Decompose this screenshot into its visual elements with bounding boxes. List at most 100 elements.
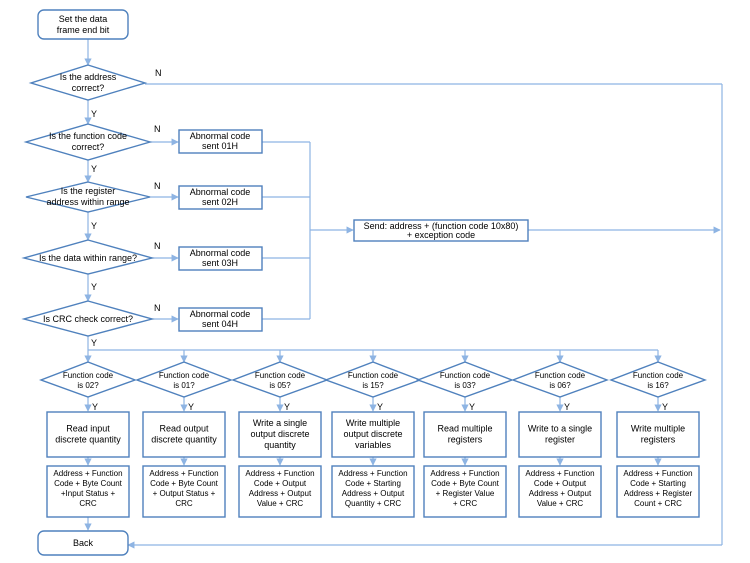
decision-function-code-line-2: correct? [72, 142, 105, 152]
response-line-4: Quantity + CRC [345, 499, 401, 508]
abnormal-02h-line-1: Abnormal code [190, 187, 251, 197]
action-line-1: Read input [66, 424, 110, 434]
action-line-1: Write a single [253, 418, 307, 428]
branch-yes-label: Y [92, 402, 98, 412]
action-line-1: Read output [159, 424, 209, 434]
response-line-2: Code + Starting [630, 479, 686, 488]
abnormal-02h: Abnormal code sent 02H [178, 185, 263, 210]
decision-register-line-1: Is the register [61, 186, 116, 196]
connector-lines [84, 39, 723, 549]
response-line-2: Code + Starting [345, 479, 401, 488]
action-line-2: discrete quantity [55, 435, 121, 445]
response-line-3: + Output Status + [153, 489, 216, 498]
response-line-4: Value + CRC [537, 499, 584, 508]
response-line-3: Address + Output [529, 489, 592, 498]
response-line-1: Address + Function [623, 469, 692, 478]
response-box [616, 465, 700, 518]
decision-crc-line-1: Is CRC check correct? [43, 314, 133, 324]
start-label-line-1: Set the data [59, 14, 108, 24]
response-line-3: Address + Output [249, 489, 312, 498]
label-crc-no: N [154, 303, 161, 313]
action-line-2: register [545, 435, 575, 445]
label-address-no: N [155, 68, 162, 78]
abnormal-01h: Abnormal code sent 01H [178, 129, 263, 154]
function-code-question-line-1: Function code [535, 371, 586, 380]
action-line-1: Write to a single [528, 424, 592, 434]
branch-yes-label: Y [469, 402, 475, 412]
action-line-1: Write multiple [346, 418, 400, 428]
branch-yes-label: Y [564, 402, 570, 412]
label-data-no: N [154, 241, 161, 251]
response-line-1: Address + Function [338, 469, 407, 478]
function-code-question-line-2: is 03? [454, 381, 476, 390]
action-line-3: quantity [264, 440, 296, 450]
decision-register-address: Is the register address within range [25, 181, 151, 213]
response-line-3: +Input Status + [61, 489, 116, 498]
response-line-2: Code + Byte Count [150, 479, 219, 488]
flow-labels: N Y N Y N Y N Y N Y [91, 68, 162, 348]
response-line-3: Address + Output [342, 489, 405, 498]
abnormal-04h-line-1: Abnormal code [190, 309, 251, 319]
decision-crc: Is CRC check correct? [21, 300, 155, 337]
action-line-2: registers [641, 435, 676, 445]
function-code-question-line-1: Function code [255, 371, 306, 380]
label-register-yes: Y [91, 221, 97, 231]
action-box [46, 411, 130, 458]
action-box [518, 411, 602, 458]
send-exception-line-2: + exception code [407, 230, 475, 240]
function-code-question-line-2: is 06? [549, 381, 571, 390]
action-box [423, 411, 507, 458]
function-code-question-line-1: Function code [159, 371, 210, 380]
function-code-question-line-1: Function code [63, 371, 114, 380]
decision-function-code: Is the function code correct? [23, 123, 153, 161]
send-exception-line-1: Send: address + (function code 10x80) [364, 221, 519, 231]
response-line-4: CRC [79, 499, 97, 508]
abnormal-03h: Abnormal code sent 03H [178, 246, 263, 271]
response-line-1: Address + Function [53, 469, 122, 478]
branch-yes-label: Y [377, 402, 383, 412]
function-code-decision [608, 361, 708, 398]
function-code-question-line-2: is 16? [647, 381, 669, 390]
branch-connectors [84, 350, 662, 531]
function-code-decision [134, 361, 234, 398]
abnormal-01h-line-1: Abnormal code [190, 131, 251, 141]
function-code-decision [230, 361, 330, 398]
abnormal-03h-line-1: Abnormal code [190, 248, 251, 258]
send-exception-box: Send: address + (function code 10x80) + … [353, 219, 529, 242]
label-register-no: N [154, 181, 161, 191]
response-line-4: CRC [175, 499, 193, 508]
decision-data-line-1: Is the data within range? [39, 253, 137, 263]
start-node: Set the data frame end bit [37, 9, 129, 40]
label-function-no: N [154, 124, 161, 134]
abnormal-04h-line-2: sent 04H [202, 319, 238, 329]
label-crc-yes: Y [91, 338, 97, 348]
response-box [518, 465, 602, 518]
decision-function-code-line-1: Is the function code [49, 131, 127, 141]
response-line-2: Code + Byte Count [431, 479, 500, 488]
abnormal-02h-line-2: sent 02H [202, 197, 238, 207]
action-box [331, 411, 415, 458]
end-label: Back [73, 538, 94, 548]
response-box [423, 465, 507, 518]
action-line-2: output discrete [343, 429, 402, 439]
action-box [616, 411, 700, 458]
end-node: Back [37, 530, 129, 556]
response-line-3: + Register Value [436, 489, 495, 498]
response-line-2: Code + Byte Count [54, 479, 123, 488]
response-box [46, 465, 130, 518]
abnormal-04h: Abnormal code sent 04H [178, 307, 263, 332]
function-code-question-line-2: is 01? [173, 381, 195, 390]
decision-address: Is the address correct? [28, 64, 148, 101]
function-code-question-line-1: Function code [348, 371, 399, 380]
label-function-yes: Y [91, 164, 97, 174]
start-label-line-2: frame end bit [57, 25, 110, 35]
branch-yes-label: Y [188, 402, 194, 412]
branch-yes-label: Y [662, 402, 668, 412]
abnormal-03h-line-2: sent 03H [202, 258, 238, 268]
action-line-2: discrete quantity [151, 435, 217, 445]
